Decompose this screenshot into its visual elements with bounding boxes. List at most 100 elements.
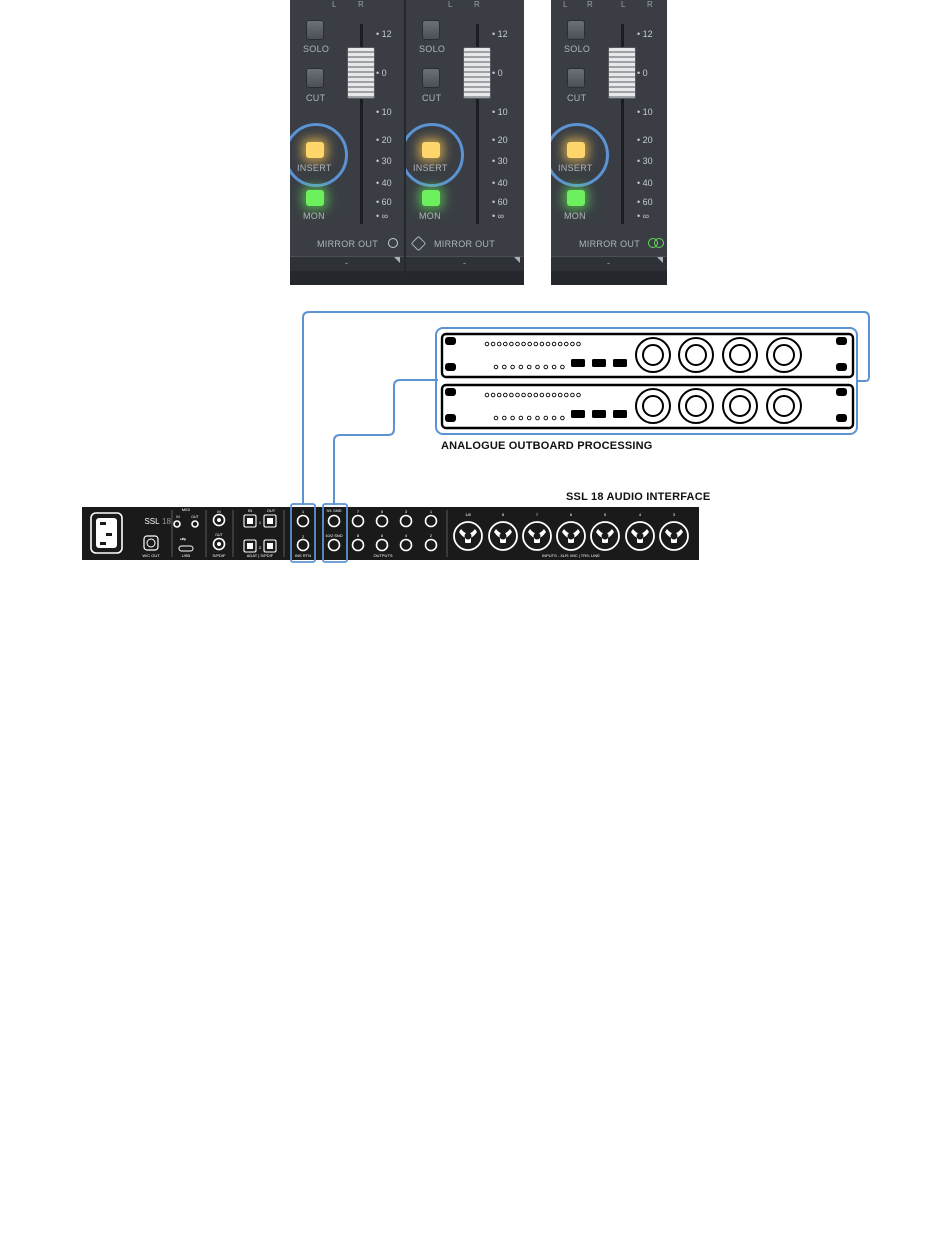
insert-highlight-ring bbox=[406, 123, 464, 187]
rack-screw bbox=[836, 337, 847, 345]
fader-scale-mark: • 20 bbox=[492, 135, 508, 145]
solo-button[interactable] bbox=[306, 20, 324, 40]
rack-switch[interactable] bbox=[613, 359, 627, 367]
fader-scale-mark: • 10 bbox=[492, 107, 508, 117]
ins-rtn-2-label: 2 bbox=[302, 534, 305, 539]
fader-handle[interactable] bbox=[347, 47, 375, 99]
solo-button[interactable] bbox=[422, 20, 440, 40]
strip-bottom-bar bbox=[551, 271, 667, 285]
strip-name-field[interactable] bbox=[551, 256, 667, 271]
adat-out-1-port[interactable] bbox=[263, 514, 277, 528]
fader-handle[interactable] bbox=[608, 47, 636, 99]
output-jack[interactable] bbox=[351, 538, 365, 552]
ins-rtn-2-jack[interactable] bbox=[296, 538, 310, 552]
indicator-led bbox=[535, 415, 540, 421]
indicator-led bbox=[484, 341, 490, 347]
output-bottom-label: 6 bbox=[381, 533, 384, 538]
meter-channel-label: L bbox=[448, 0, 453, 9]
output-jack[interactable] bbox=[424, 538, 438, 552]
fader-scale-mark: • ∞ bbox=[492, 211, 505, 221]
fader-track bbox=[360, 24, 363, 224]
strip-name-field[interactable] bbox=[290, 256, 404, 271]
output-jack[interactable] bbox=[399, 538, 413, 552]
cut-label: CUT bbox=[567, 93, 587, 103]
strip-name-value: - bbox=[463, 258, 466, 268]
output-jack[interactable] bbox=[351, 514, 365, 528]
solo-button[interactable] bbox=[567, 20, 585, 40]
adat-in-1-port[interactable] bbox=[243, 514, 257, 528]
mirror-out-label: MIRROR OUT bbox=[317, 239, 378, 249]
fader-scale-mark: • 40 bbox=[637, 178, 653, 188]
indicator-led bbox=[509, 341, 514, 347]
cable-return-1 bbox=[333, 379, 438, 505]
meter-channel-label: R bbox=[647, 0, 653, 9]
indicator-led bbox=[557, 341, 563, 347]
midi-in-port[interactable] bbox=[173, 520, 181, 528]
snd-10-2-jack[interactable] bbox=[327, 538, 341, 552]
mon-button[interactable] bbox=[422, 190, 440, 206]
indicator-led bbox=[533, 392, 539, 398]
rack-switch[interactable] bbox=[592, 410, 606, 418]
indicator-led bbox=[551, 341, 557, 347]
indicator-led bbox=[490, 341, 496, 347]
output-jack[interactable] bbox=[399, 514, 413, 528]
snd-9-1-jack[interactable] bbox=[327, 514, 341, 528]
cut-button[interactable] bbox=[306, 68, 324, 88]
mon-button[interactable] bbox=[567, 190, 585, 206]
fader-scale-mark: • 60 bbox=[637, 197, 653, 207]
adat-in-2-port[interactable] bbox=[243, 539, 257, 553]
fader-scale-mark: • 20 bbox=[637, 135, 653, 145]
rack-switch[interactable] bbox=[613, 410, 627, 418]
strip-menu-icon[interactable] bbox=[394, 257, 400, 263]
rack-switch[interactable] bbox=[571, 410, 585, 418]
ins-rtn-1-jack[interactable] bbox=[296, 514, 310, 528]
meter-channel-label: L bbox=[621, 0, 626, 9]
indicator-led bbox=[527, 392, 532, 398]
fader-scale-mark: • 40 bbox=[376, 178, 392, 188]
interface-label: SSL 18 AUDIO INTERFACE bbox=[566, 491, 711, 503]
fader-scale-mark: • 30 bbox=[376, 156, 392, 166]
fader-scale-mark: • 0 bbox=[492, 68, 503, 78]
indicator-led bbox=[545, 341, 551, 347]
strip-name-field[interactable] bbox=[406, 256, 524, 271]
strip-menu-icon[interactable] bbox=[514, 257, 520, 263]
output-jack[interactable] bbox=[375, 514, 389, 528]
mon-button[interactable] bbox=[306, 190, 324, 206]
rack-switch[interactable] bbox=[571, 359, 585, 367]
indicator-led bbox=[493, 415, 499, 421]
fader-scale-mark: • ∞ bbox=[376, 211, 389, 221]
fader-handle[interactable] bbox=[463, 47, 491, 99]
adat-out-2-port[interactable] bbox=[263, 539, 277, 553]
indicator-led bbox=[502, 364, 507, 370]
outputs-label: OUTPUTS bbox=[373, 553, 392, 558]
mirror-out-indicator-icon[interactable] bbox=[388, 238, 398, 248]
indicator-led bbox=[521, 392, 526, 398]
output-jack[interactable] bbox=[424, 514, 438, 528]
strip-menu-icon[interactable] bbox=[657, 257, 663, 263]
indicator-led bbox=[510, 415, 515, 421]
power-inlet[interactable] bbox=[90, 512, 123, 554]
indicator-led bbox=[515, 392, 520, 398]
output-top-label: 5 bbox=[381, 509, 384, 514]
rack-switch[interactable] bbox=[592, 359, 606, 367]
indicator-led bbox=[570, 392, 575, 398]
adat-1-label: 1 bbox=[259, 520, 262, 525]
input-number-label: 5 bbox=[604, 512, 607, 517]
wc-out-connector[interactable] bbox=[143, 535, 159, 551]
spdif-in-label: IN bbox=[217, 510, 221, 514]
inputs-label: INPUTS - XLR: MIC | TRS: LINE bbox=[542, 553, 600, 558]
usb-port[interactable] bbox=[178, 545, 194, 552]
indicator-led bbox=[551, 392, 557, 398]
meter-channel-label: L bbox=[563, 0, 568, 9]
midi-out-port[interactable] bbox=[191, 520, 199, 528]
midi-label: MIDI bbox=[182, 507, 190, 512]
usb-icon: •⇆ bbox=[180, 537, 186, 543]
output-jack[interactable] bbox=[375, 538, 389, 552]
fader-scale-mark: • 12 bbox=[492, 29, 508, 39]
cut-button[interactable] bbox=[422, 68, 440, 88]
indicator-led bbox=[539, 392, 545, 398]
midi-in-label: IN bbox=[176, 515, 180, 519]
cut-button[interactable] bbox=[567, 68, 585, 88]
